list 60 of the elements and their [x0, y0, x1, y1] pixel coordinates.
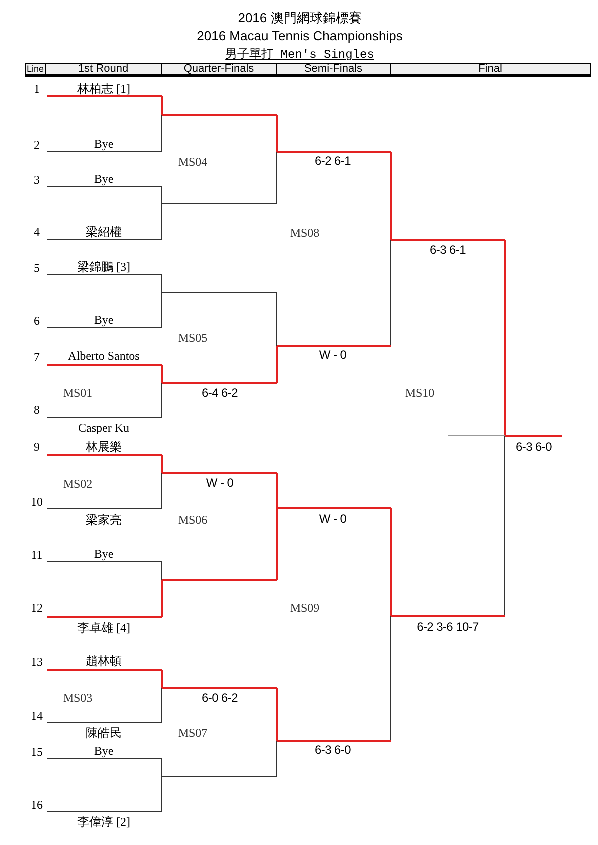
match-score: 6-0 6-2 [202, 692, 238, 704]
line-number: 16 [31, 799, 43, 811]
match-score: W - 0 [319, 513, 347, 525]
player-name: Alberto Santos [68, 350, 140, 362]
match-code: MS01 [63, 387, 93, 399]
line-number: 13 [31, 656, 43, 668]
player-name: 陳皓民 [86, 727, 122, 739]
column-header: 1st Round [45, 63, 162, 77]
line-number: 1 [34, 83, 40, 95]
match-code: MS10 [405, 387, 435, 399]
line-number: 14 [31, 710, 43, 722]
line-number: 4 [34, 226, 40, 238]
column-header: Quarter-Finals [161, 63, 277, 77]
player-name: 林展樂 [86, 441, 122, 453]
line-number: 3 [34, 174, 40, 186]
line-number: 10 [31, 496, 43, 508]
match-code: MS05 [178, 332, 208, 344]
player-name: 梁家亮 [86, 514, 122, 526]
match-code: MS02 [63, 478, 93, 490]
line-number: 5 [34, 262, 40, 274]
line-number: 2 [34, 139, 40, 151]
player-name: Casper Ku [78, 422, 130, 434]
player-name: 李卓雄 [4] [78, 622, 130, 634]
player-name: 林柏志 [1] [78, 83, 130, 95]
match-code: MS07 [178, 727, 208, 739]
match-score: 6-2 3-6 10-7 [417, 621, 479, 633]
match-score: 6-4 6-2 [202, 387, 238, 399]
line-number: 8 [34, 404, 40, 416]
match-score: 6-3 6-0 [315, 744, 351, 756]
match-code: MS06 [178, 514, 208, 526]
title-text: 2016 澳門網球錦標賽 [238, 12, 362, 24]
line-number: 9 [34, 441, 40, 453]
line-number: 7 [34, 351, 40, 363]
line-number: 11 [31, 549, 43, 561]
match-code: MS03 [63, 692, 93, 704]
player-name: Bye [94, 138, 114, 150]
subtitle-text: 2016 Macau Tennis Championships [197, 30, 403, 42]
column-header: Final [390, 63, 591, 77]
match-score: 6-3 6-0 [516, 441, 552, 453]
player-name: 趙林頓 [86, 655, 122, 667]
match-code: MS04 [178, 156, 208, 168]
player-name: 李偉淳 [2] [78, 816, 130, 828]
match-score: W - 0 [319, 349, 347, 361]
column-header: Line [25, 63, 46, 77]
player-name: 梁紹權 [86, 226, 122, 238]
player-name: Bye [94, 548, 114, 560]
event-title: 男子單打 Men's Singles [226, 49, 374, 61]
match-code: MS09 [290, 602, 320, 614]
match-code: MS08 [290, 227, 320, 239]
match-score: W - 0 [206, 477, 234, 489]
match-score: 6-2 6-1 [315, 155, 351, 167]
line-number: 12 [31, 602, 43, 614]
line-number: 6 [34, 315, 40, 327]
player-name: Bye [94, 745, 114, 757]
player-name: 梁錦鵬 [3] [78, 261, 130, 273]
player-name: Bye [94, 314, 114, 326]
line-number: 15 [31, 746, 43, 758]
match-score: 6-3 6-1 [430, 244, 466, 256]
player-name: Bye [94, 173, 114, 185]
column-header: Semi-Finals [276, 63, 391, 77]
